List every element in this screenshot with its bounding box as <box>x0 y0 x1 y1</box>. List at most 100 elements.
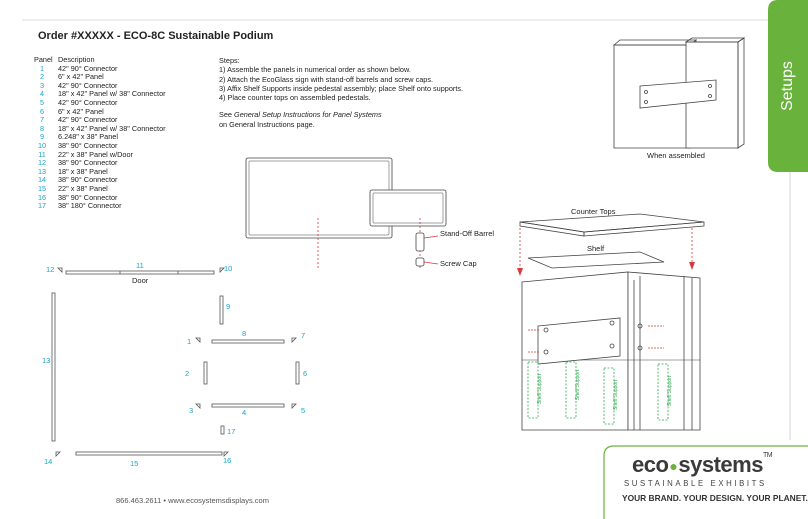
connector-1-shape <box>195 337 201 343</box>
part-description: 6.248" x 38" Panel <box>58 132 118 142</box>
part-description: 6" x 42" Panel <box>58 72 104 82</box>
panel-8-shape <box>211 339 285 344</box>
list-item: 10 38" 90° Connector <box>34 140 166 151</box>
part-number: 14 <box>37 175 47 185</box>
part-description: 38" 90° Connector <box>58 140 118 150</box>
part-description: 18" x 42" Panel w/ 38" Connector <box>58 89 166 99</box>
step-item: 2) Attach the EcoGlass sign with stand-o… <box>219 74 434 84</box>
part-number: 17 <box>37 201 47 211</box>
part-number: 15 <box>37 183 47 193</box>
connector-7-shape <box>291 337 297 343</box>
panel-6-shape <box>295 361 300 385</box>
plan-label-6: 6 <box>303 369 308 378</box>
leaf-icon: ● <box>669 458 678 475</box>
part-number: 6 <box>39 106 45 116</box>
part-number: 2 <box>39 72 45 82</box>
part-description: 38" 180° Connector <box>58 201 122 211</box>
see-note: See General Setup Instructions for Panel… <box>219 110 382 120</box>
list-item: 12 38" 90° Connector <box>34 159 166 168</box>
connector-14-shape <box>55 451 61 457</box>
list-item: 15 22" x 38" Panel <box>34 183 166 194</box>
setups-tab-shape <box>768 0 808 172</box>
connector-5-shape <box>291 403 297 409</box>
part-description: 42" 90° Connector <box>58 115 118 125</box>
step-item: 4) Place counter tops on assembled pedes… <box>219 93 371 103</box>
plan-label-5: 5 <box>301 406 306 415</box>
description-header: Description <box>58 55 95 64</box>
part-description: 38" 90° Connector <box>58 175 118 185</box>
part-number: 13 <box>37 166 47 176</box>
plan-label-14: 14 <box>44 457 53 466</box>
setups-tab: Setups <box>768 0 808 172</box>
page-title: Order #XXXXX - ECO-8C Sustainable Podium <box>38 30 274 42</box>
plan-label-7: 7 <box>301 331 306 340</box>
logo-tagline: YOUR BRAND. YOUR DESIGN. YOUR PLANET. <box>622 493 808 503</box>
panel-4-shape <box>211 403 285 408</box>
panel-9-shape <box>219 295 224 325</box>
list-item: 17 38" 180° Connector <box>34 201 166 211</box>
plan-label-13: 13 <box>42 356 51 365</box>
plan-label-12: 12 <box>46 265 55 274</box>
list-item: 6 6" x 42" Panel <box>34 106 166 117</box>
plan-label-15: 15 <box>130 459 139 468</box>
floor-plan <box>51 267 300 457</box>
standoff-label: Stand-Off Barrel <box>440 229 495 238</box>
step-item: 3) Affix Shelf Supports inside pedestal … <box>219 83 464 93</box>
plan-label-16: 16 <box>223 456 232 465</box>
footer-contact: 866.463.2611 • www.ecosystemsdisplays.co… <box>116 496 269 505</box>
plan-label-2: 2 <box>185 369 190 378</box>
part-number: 4 <box>39 89 45 99</box>
logo-frame <box>603 445 808 519</box>
shelf-support-label: Shelf Support <box>613 379 620 411</box>
plan-label-1: 1 <box>187 337 192 346</box>
part-number: 1 <box>39 63 45 73</box>
shelf-support-label: Shelf Support <box>537 373 544 405</box>
steps-block: Steps: 1) Assemble the panels in numeric… <box>219 56 463 129</box>
panel-13-shape <box>51 292 56 442</box>
part-number: 10 <box>37 140 47 150</box>
assembled-podium <box>612 37 746 149</box>
connector-12-shape <box>57 267 63 273</box>
part-number: 7 <box>39 115 45 125</box>
list-item: 14 38" 90° Connector <box>34 176 166 185</box>
part-number: 11 <box>38 149 46 159</box>
shelf-label: Shelf <box>587 244 605 253</box>
part-description: 38" 90° Connector <box>58 158 118 168</box>
when-assembled-label: When assembled <box>647 151 705 160</box>
connector-10-shape <box>219 267 225 273</box>
part-number: 3 <box>39 80 45 90</box>
list-item: 13 18" x 38" Panel <box>34 166 166 177</box>
panel-17-shape <box>220 425 225 435</box>
part-number: 16 <box>37 192 47 202</box>
part-number: 12 <box>37 158 47 168</box>
part-description: 38" 90° Connector <box>58 192 118 202</box>
part-description: 6" x 42" Panel <box>58 106 104 116</box>
parts-header: Panel Description <box>34 55 166 65</box>
sign-detail <box>245 157 447 268</box>
plan-label-4: 4 <box>242 408 247 417</box>
exploded-podium <box>517 213 705 431</box>
part-number: 5 <box>39 97 45 107</box>
plan-label-11: 11 <box>136 261 144 270</box>
panel-11-shape <box>65 270 215 275</box>
list-item: 1 42" 90° Connector <box>34 63 166 74</box>
part-description: 18" x 38" Panel <box>58 166 108 176</box>
part-description: 42" 90° Connector <box>58 63 118 73</box>
door-label: Door <box>132 276 149 285</box>
part-description: 22" x 38" Panel <box>58 183 108 193</box>
shelf-support-label: Shelf Support <box>667 375 674 407</box>
list-item: 7 42" 90° Connector <box>34 116 166 125</box>
plan-label-3: 3 <box>189 406 194 415</box>
plan-label-8: 8 <box>242 329 247 338</box>
see-reference: General Setup Instructions for Panel Sys… <box>234 110 382 120</box>
panel-2-shape <box>203 361 208 385</box>
part-description: 42" 90° Connector <box>58 80 118 90</box>
steps-header: Steps: <box>219 56 240 65</box>
panel-header: Panel <box>34 55 53 64</box>
list-item: 4 18" x 42" Panel w/ 38" Connector <box>34 90 166 99</box>
ecosystems-logo: eco●systemsTM <box>632 452 773 477</box>
panel-15-shape <box>75 451 223 456</box>
